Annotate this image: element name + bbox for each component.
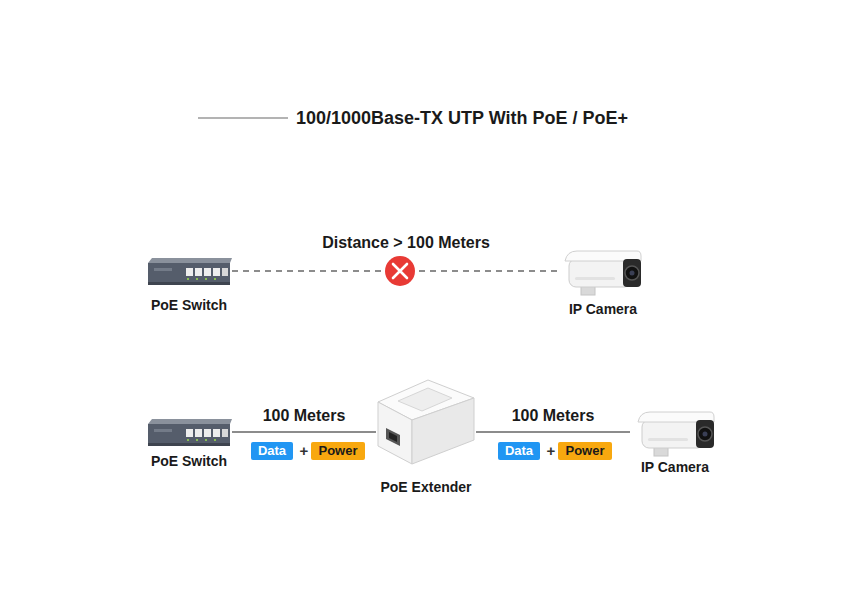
device-node: PoE Switch (146, 416, 232, 470)
plus-sign: + (300, 442, 309, 460)
device-node: PoE Extender (376, 378, 476, 496)
cable-line (232, 431, 376, 433)
device-node: IP Camera (630, 404, 720, 476)
distance-label: 100 Meters (260, 406, 349, 426)
plus-sign: + (547, 442, 556, 460)
error-mark (383, 254, 417, 288)
cable-line (476, 431, 630, 433)
tag-text: Data (258, 443, 286, 458)
signal-tag: Power (558, 442, 611, 460)
device-label: PoE Switch (146, 452, 232, 470)
signal-tag: Power (311, 442, 364, 460)
camera-drawing (565, 251, 641, 295)
switch-drawing (148, 419, 232, 446)
device-node: PoE Switch (146, 256, 232, 314)
device-node: IP Camera (560, 244, 646, 318)
extender-drawing (378, 380, 474, 464)
signal-tag: Data (251, 442, 293, 460)
tag-text: Power (565, 443, 604, 458)
device-label: PoE Switch (146, 296, 232, 314)
device-label: PoE Extender (376, 478, 476, 496)
title-rule (198, 117, 288, 119)
device-label: IP Camera (630, 458, 720, 476)
diagram-title: 100/1000Base-TX UTP With PoE / PoE+ (296, 107, 628, 129)
tag-text: Power (318, 443, 357, 458)
device-label: IP Camera (560, 300, 646, 318)
switch-drawing (148, 258, 232, 285)
signal-tag: Data (498, 442, 540, 460)
distance-label: Distance > 100 Meters (319, 233, 493, 253)
tag-text: Data (505, 443, 533, 458)
camera-drawing (638, 412, 714, 456)
distance-label: 100 Meters (509, 406, 598, 426)
